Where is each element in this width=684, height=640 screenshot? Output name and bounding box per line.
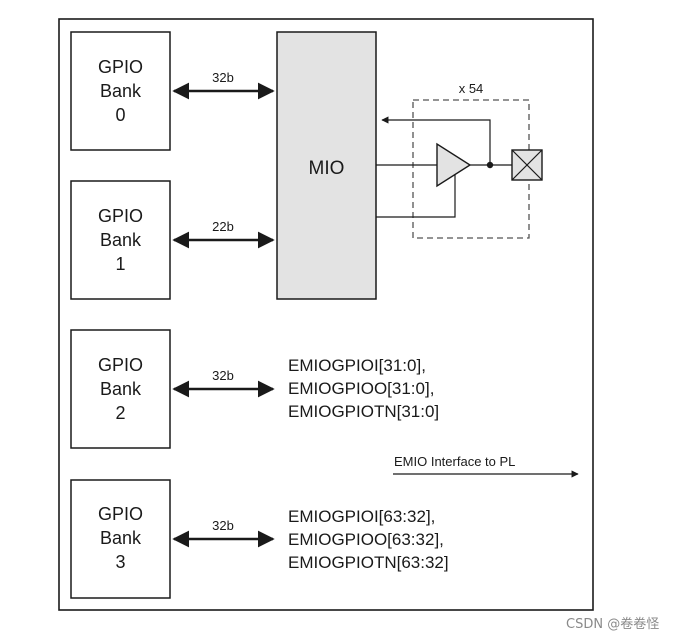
bank-2-sub: Bank: [100, 379, 142, 399]
bank-0-sub: Bank: [100, 81, 142, 101]
junction-dot-icon: [486, 161, 494, 169]
bank-1-bus: 22b: [172, 219, 275, 249]
mio-label: MIO: [309, 158, 345, 179]
bank-3-width: 32b: [212, 518, 234, 533]
bank-3-num: 3: [115, 552, 125, 572]
bank-2-label: GPIO: [98, 355, 143, 375]
bank-2-num: 2: [115, 403, 125, 423]
gpio-bank-1: GPIO Bank 1: [70, 180, 171, 300]
bank-0-num: 0: [115, 105, 125, 125]
gpio-bank-0: GPIO Bank 0: [70, 31, 171, 151]
bank-1-label: GPIO: [98, 206, 143, 226]
emio-signals-bank-2: EMIOGPIOI[31:0], EMIOGPIOO[31:0], EMIOGP…: [288, 356, 439, 421]
bank-3-bus: 32b: [172, 518, 275, 548]
bank-2-bus: 32b: [172, 368, 275, 398]
emio-signals-bank-3: EMIOGPIOI[63:32], EMIOGPIOO[63:32], EMIO…: [288, 507, 449, 572]
mio-block: MIO: [276, 31, 377, 300]
emio-interface-arrow: EMIO Interface to PL: [393, 454, 579, 478]
pad-icon: [511, 149, 543, 181]
bank-1-sub: Bank: [100, 230, 142, 250]
outer-frame: [58, 18, 594, 611]
watermark: CSDN @卷卷怪: [566, 616, 659, 632]
bank-0-bus: 32b: [172, 70, 275, 100]
emio-signal: EMIOGPIOI[31:0],: [288, 356, 426, 375]
emio-signal: EMIOGPIOO[63:32],: [288, 530, 444, 549]
mio-multiplier: x 54: [459, 81, 484, 96]
bank-1-num: 1: [115, 254, 125, 274]
gpio-bank-3: GPIO Bank 3: [70, 479, 171, 599]
bank-0-width: 32b: [212, 70, 234, 85]
io-buffer-group: x 54: [376, 81, 543, 239]
gpio-bank-2: GPIO Bank 2: [70, 329, 171, 449]
bank-3-label: GPIO: [98, 504, 143, 524]
emio-interface-label: EMIO Interface to PL: [394, 454, 515, 469]
emio-signal: EMIOGPIOTN[31:0]: [288, 402, 439, 421]
emio-signal: EMIOGPIOI[63:32],: [288, 507, 435, 526]
buffer-triangle-icon: [436, 142, 472, 188]
bank-0-label: GPIO: [98, 57, 143, 77]
emio-signal: EMIOGPIOO[31:0],: [288, 379, 434, 398]
bank-1-width: 22b: [212, 219, 234, 234]
bank-2-width: 32b: [212, 368, 234, 383]
emio-signal: EMIOGPIOTN[63:32]: [288, 553, 449, 572]
bank-3-sub: Bank: [100, 528, 142, 548]
